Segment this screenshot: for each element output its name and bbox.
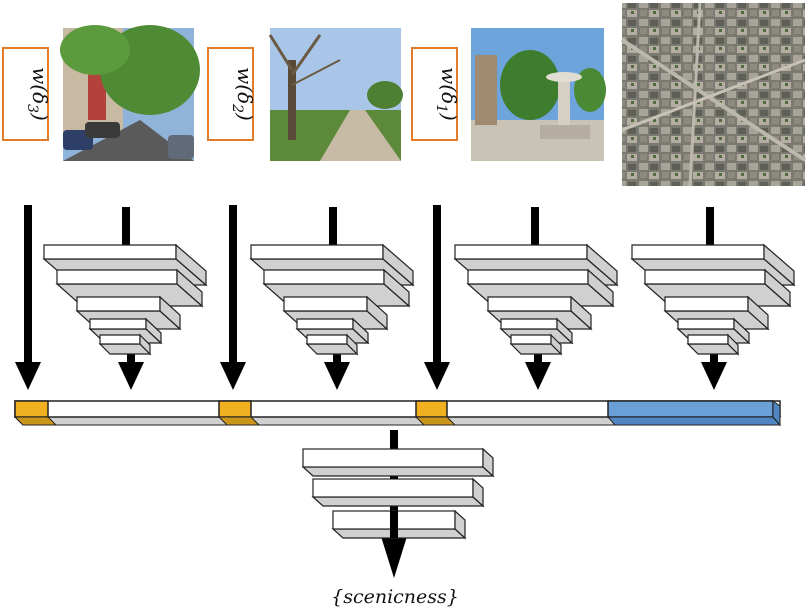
layer-front-face <box>250 244 384 260</box>
layer-front-face <box>500 318 558 330</box>
cnn-stack-aerial <box>630 243 796 356</box>
layer-side-face <box>175 243 207 287</box>
layer-front-face <box>631 244 765 260</box>
svg-text:w(δ3): w(δ3) <box>24 67 52 121</box>
layer-side-face <box>733 317 750 345</box>
layer-side-face <box>145 317 162 345</box>
weight-label-delta3: w(δ <box>28 67 52 104</box>
weight-label-delta2: w(δ <box>233 67 257 104</box>
cnn-stack-street <box>42 243 208 356</box>
aerial-feature-segment <box>607 400 774 418</box>
weight-label-delta1: w(δ <box>437 67 461 104</box>
layer-side-face <box>176 268 203 308</box>
park-photo <box>268 28 403 161</box>
layer-side-face <box>570 295 592 331</box>
layer-side-face <box>383 268 410 308</box>
layer-side-face <box>139 333 151 356</box>
layer-front-face <box>454 244 588 260</box>
layer-front-face <box>99 334 141 345</box>
layer-front-face <box>487 296 572 312</box>
layer-front-face <box>644 269 766 285</box>
layer-front-face <box>687 334 729 345</box>
output-label: {scenicness} <box>331 586 459 608</box>
layer-front-face <box>89 318 147 330</box>
aerial-map <box>620 2 807 187</box>
layer-front-face <box>56 269 178 285</box>
weight-segment-delta2 <box>218 400 252 418</box>
layer-side-face <box>747 295 769 331</box>
layer-front-face <box>283 296 368 312</box>
layer-side-face <box>382 243 414 287</box>
weight-box-delta1: w(δ1) <box>411 47 461 141</box>
layer-side-face <box>764 268 791 308</box>
layer-front-face <box>677 318 735 330</box>
layer-front-face <box>467 269 589 285</box>
layer-side-face <box>586 243 618 287</box>
weight-box-delta3: w(δ3) <box>2 47 52 141</box>
feature-vector-bar <box>13 400 782 427</box>
svg-text:w(δ1): w(δ1) <box>433 67 461 121</box>
layer-front-face <box>664 296 749 312</box>
weight-segment-delta1 <box>415 400 448 418</box>
layer-front-face <box>263 269 385 285</box>
layer-front-face <box>510 334 552 345</box>
layer-front-face <box>296 318 354 330</box>
layer-front-face <box>43 244 177 260</box>
layer-side-face <box>159 295 181 331</box>
layer-front-face <box>306 334 348 345</box>
svg-text:w(δ2): w(δ2) <box>229 67 257 121</box>
layer-side-face <box>352 317 369 345</box>
layer-front-face <box>76 296 161 312</box>
fully-connected-layers <box>301 447 495 540</box>
plaza-photo <box>471 28 606 161</box>
layer-side-face <box>587 268 614 308</box>
layer-side-face <box>763 243 795 287</box>
layer-side-face <box>550 333 562 356</box>
layer-side-face <box>727 333 739 356</box>
street-photo <box>60 25 200 161</box>
weight-segment-delta3 <box>14 400 49 418</box>
cnn-encoder-stacks <box>42 243 796 356</box>
layer-side-face <box>366 295 388 331</box>
weight-box-delta2: w(δ2) <box>207 47 257 141</box>
cnn-stack-park <box>249 243 415 356</box>
layer-side-face <box>346 333 358 356</box>
cnn-stack-plaza <box>453 243 619 356</box>
layer-side-face <box>556 317 573 345</box>
